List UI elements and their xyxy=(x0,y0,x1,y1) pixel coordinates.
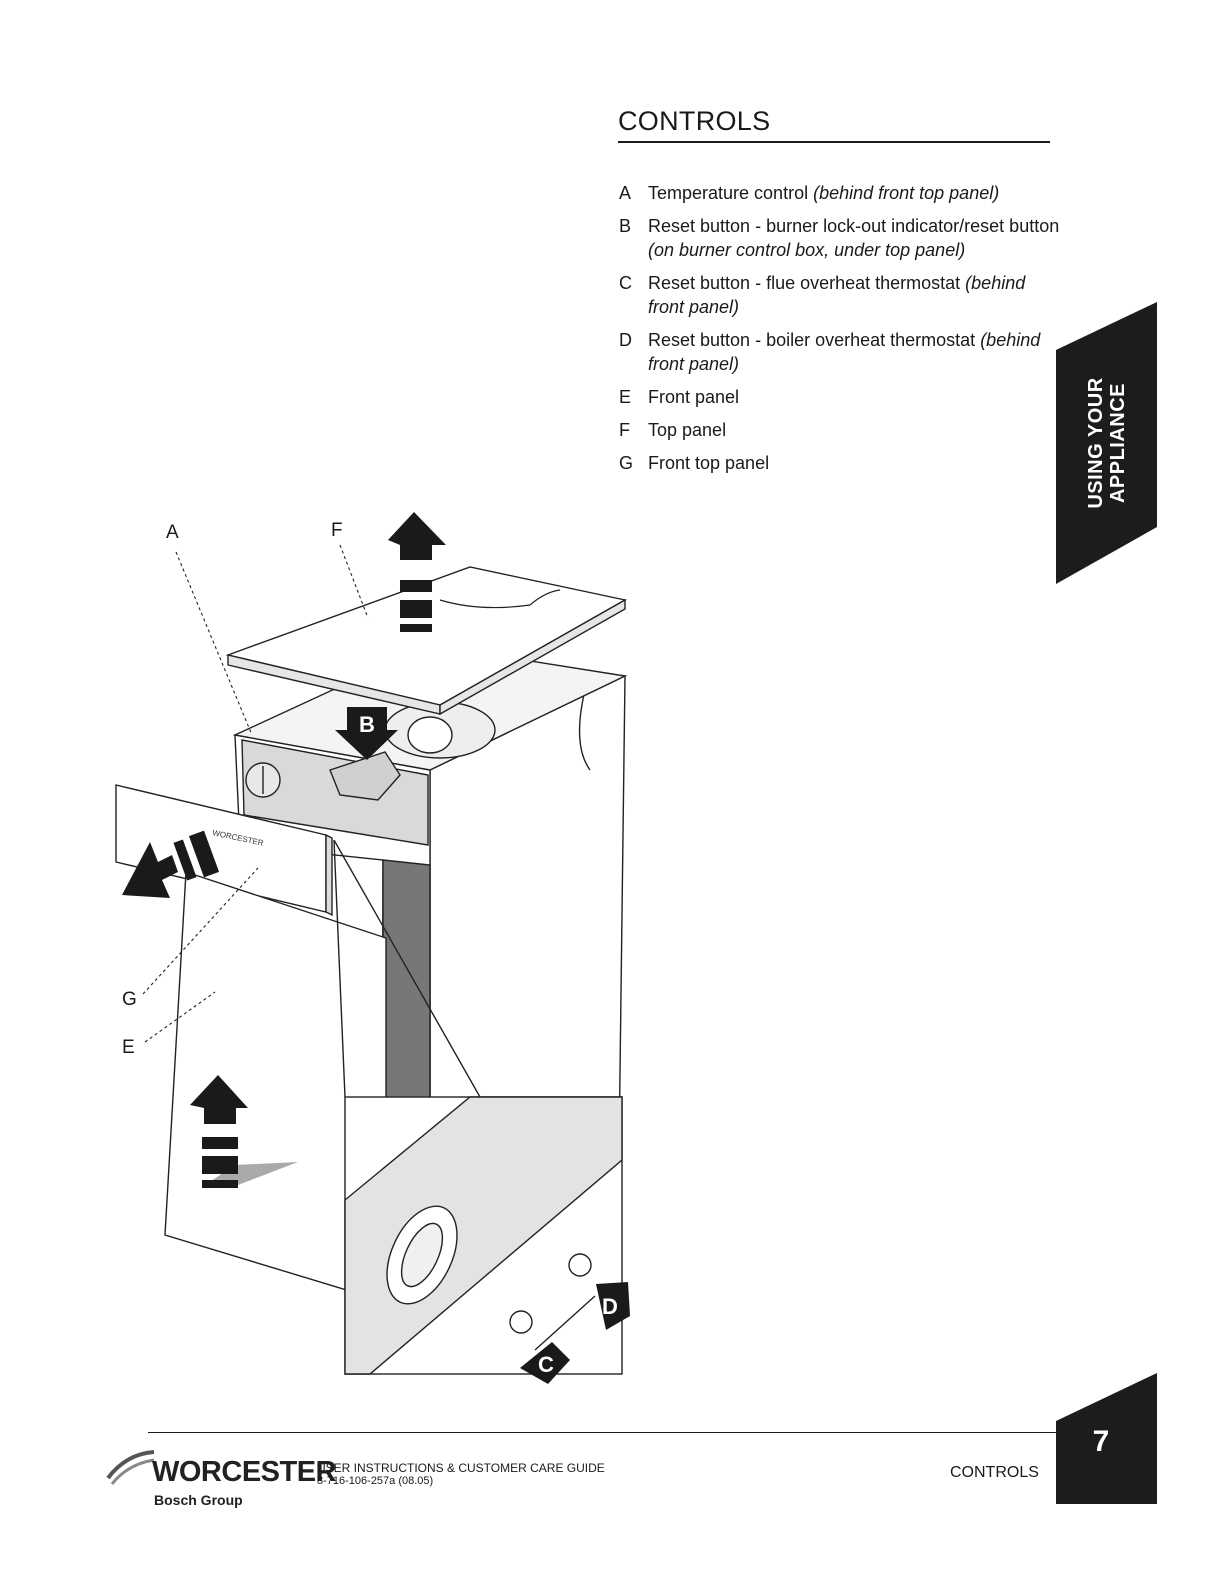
marker-c: C xyxy=(538,1352,554,1377)
controls-list: A Temperature control (behind front top … xyxy=(619,181,1064,484)
boiler-reset-nut xyxy=(568,1253,592,1277)
leader-f xyxy=(339,544,369,619)
guide-title: USER INSTRUCTIONS & CUSTOMER CARE GUIDE xyxy=(317,1461,605,1475)
control-note: (behind front panel) xyxy=(648,273,1026,317)
reset-d-marker xyxy=(596,1282,630,1330)
control-letter: E xyxy=(619,387,632,407)
control-item: E Front panel xyxy=(619,385,1064,409)
brand-group: Bosch Group xyxy=(154,1492,243,1508)
reset-c-marker xyxy=(520,1342,570,1384)
control-letter: B xyxy=(619,216,632,236)
control-text: Reset button - boiler overheat thermosta… xyxy=(648,330,981,350)
callout-e: E xyxy=(122,1037,135,1058)
control-note: (on burner control box, under top panel) xyxy=(648,240,966,260)
section-side-tab: USING YOUR APPLIANCE xyxy=(1056,302,1157,584)
boiler-diagram: B C D WORCESTER xyxy=(115,512,630,1384)
marker-b: B xyxy=(359,712,375,737)
control-text: Reset button - burner lock-out indicator… xyxy=(648,216,1060,236)
control-letter: C xyxy=(619,273,632,293)
guide-code: 8-716-106-257a (08.05) xyxy=(317,1475,434,1487)
brand-logo-text: WORCESTER xyxy=(152,1456,337,1488)
control-item: B Reset button - burner lock-out indicat… xyxy=(619,214,1064,262)
control-note: (behind front panel) xyxy=(648,330,1041,374)
control-text: Top panel xyxy=(648,420,727,440)
control-letter: A xyxy=(619,183,632,203)
control-text: Front top panel xyxy=(648,453,770,473)
side-cutout xyxy=(578,689,591,771)
leader-e xyxy=(144,991,216,1043)
marker-d: D xyxy=(602,1294,618,1319)
side-tab-line: USING YOUR xyxy=(1084,377,1107,509)
callout-g: G xyxy=(122,989,137,1010)
burner-control-box xyxy=(329,751,401,801)
callout-a: A xyxy=(166,522,179,543)
side-tab-line: APPLIANCE xyxy=(1106,382,1129,504)
control-item: F Top panel xyxy=(619,418,1064,442)
callout-f: F xyxy=(331,520,343,541)
footer-section-name: CONTROLS xyxy=(950,1464,1039,1481)
control-item: C Reset button - flue overheat thermosta… xyxy=(619,271,1064,319)
control-text: Temperature control xyxy=(648,183,814,203)
control-item: D Reset button - boiler overheat thermos… xyxy=(619,328,1064,376)
page-number: 7 xyxy=(1092,1425,1110,1458)
page-title: CONTROLS xyxy=(618,106,1050,143)
leader-a xyxy=(175,551,253,736)
control-text: Front panel xyxy=(648,387,740,407)
side-tab-label: USING YOUR APPLIANCE xyxy=(1085,377,1129,508)
lift-arrow-top xyxy=(388,512,446,560)
control-item: A Temperature control (behind front top … xyxy=(619,181,1064,205)
page-number-tab: 7 xyxy=(1056,1373,1157,1504)
control-note: (behind front top panel) xyxy=(813,183,1000,203)
worcester-logo-icon xyxy=(106,1450,155,1485)
control-text: Reset button - flue overheat thermostat xyxy=(648,273,966,293)
lift-arrow-bottom xyxy=(190,1075,248,1124)
reset-b-arrow xyxy=(335,707,398,760)
control-letter: G xyxy=(619,453,634,473)
footer-rule xyxy=(148,1432,1058,1433)
pull-arrow-left xyxy=(122,842,178,898)
control-letter: F xyxy=(619,420,630,440)
flue-reset-nut xyxy=(509,1310,533,1334)
top-panel-cutout xyxy=(439,589,561,609)
leader-g xyxy=(142,867,259,995)
front-panel-grille xyxy=(205,1162,298,1185)
control-item: G Front top panel xyxy=(619,451,1064,475)
zoom-wedge-line xyxy=(333,839,481,1098)
control-letter: D xyxy=(619,330,632,350)
